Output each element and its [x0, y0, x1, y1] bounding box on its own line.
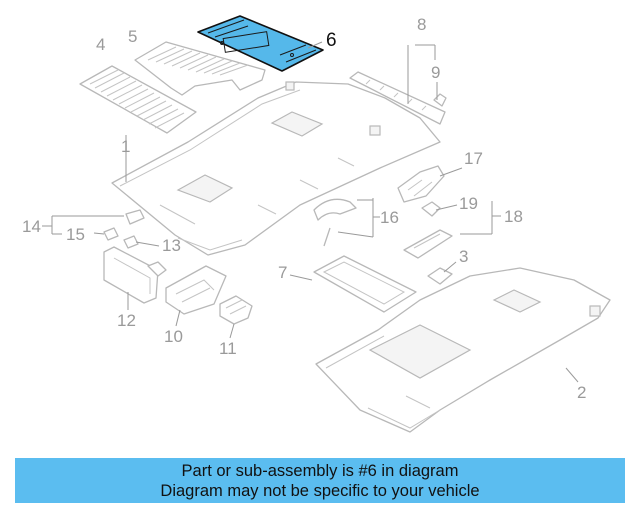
- callout-3: 3: [459, 247, 468, 266]
- callout-13: 13: [162, 236, 181, 255]
- callout-11: 11: [219, 339, 237, 358]
- part-11-bulb[interactable]: [219, 295, 253, 325]
- part-8-rail[interactable]: [349, 71, 446, 125]
- part-12-sunvisor[interactable]: [103, 246, 167, 304]
- part-14-hook[interactable]: [125, 209, 145, 225]
- part-9-clip[interactable]: [433, 93, 447, 107]
- callout-15: 15: [66, 225, 85, 244]
- part-5-pad[interactable]: [134, 41, 266, 96]
- callout-17: 17: [464, 149, 483, 168]
- callout-14: 14: [22, 217, 41, 236]
- part-3-bracket[interactable]: [427, 267, 453, 285]
- part-1-headliner[interactable]: [111, 81, 441, 256]
- part-17-bracket[interactable]: [397, 165, 445, 203]
- banner-line-1: Part or sub-assembly is #6 in diagram: [181, 462, 459, 480]
- part-13-screw[interactable]: [123, 235, 139, 249]
- callout-18: 18: [504, 207, 523, 226]
- callout-1: 1: [121, 137, 130, 156]
- callout-4: 4: [96, 35, 105, 54]
- part-18-bracket[interactable]: [403, 229, 453, 259]
- callout-16: 16: [380, 208, 399, 227]
- callout-12: 12: [117, 311, 136, 330]
- callout-19: 19: [459, 194, 478, 213]
- callout-2: 2: [577, 383, 586, 402]
- part-15-clip[interactable]: [103, 227, 119, 241]
- part-19-clip[interactable]: [421, 201, 441, 217]
- callout-6: 6: [326, 30, 337, 51]
- part-16-handle[interactable]: [313, 198, 357, 247]
- banner-line-2: Diagram may not be specific to your vehi…: [160, 482, 480, 500]
- callout-7: 7: [278, 263, 287, 282]
- callout-9: 9: [431, 63, 440, 82]
- part-4-pad[interactable]: [79, 65, 197, 134]
- part-7-seal[interactable]: [313, 255, 417, 313]
- callout-10: 10: [164, 327, 183, 346]
- leader-lines: [42, 41, 579, 383]
- part-2-headliner[interactable]: [315, 267, 611, 433]
- part-10-lamp[interactable]: [165, 265, 227, 315]
- info-banner: Part or sub-assembly is #6 in diagram Di…: [15, 458, 625, 503]
- part-6-highlighted-pad[interactable]: [197, 15, 324, 72]
- callout-8: 8: [417, 15, 426, 34]
- callout-5: 5: [128, 27, 137, 46]
